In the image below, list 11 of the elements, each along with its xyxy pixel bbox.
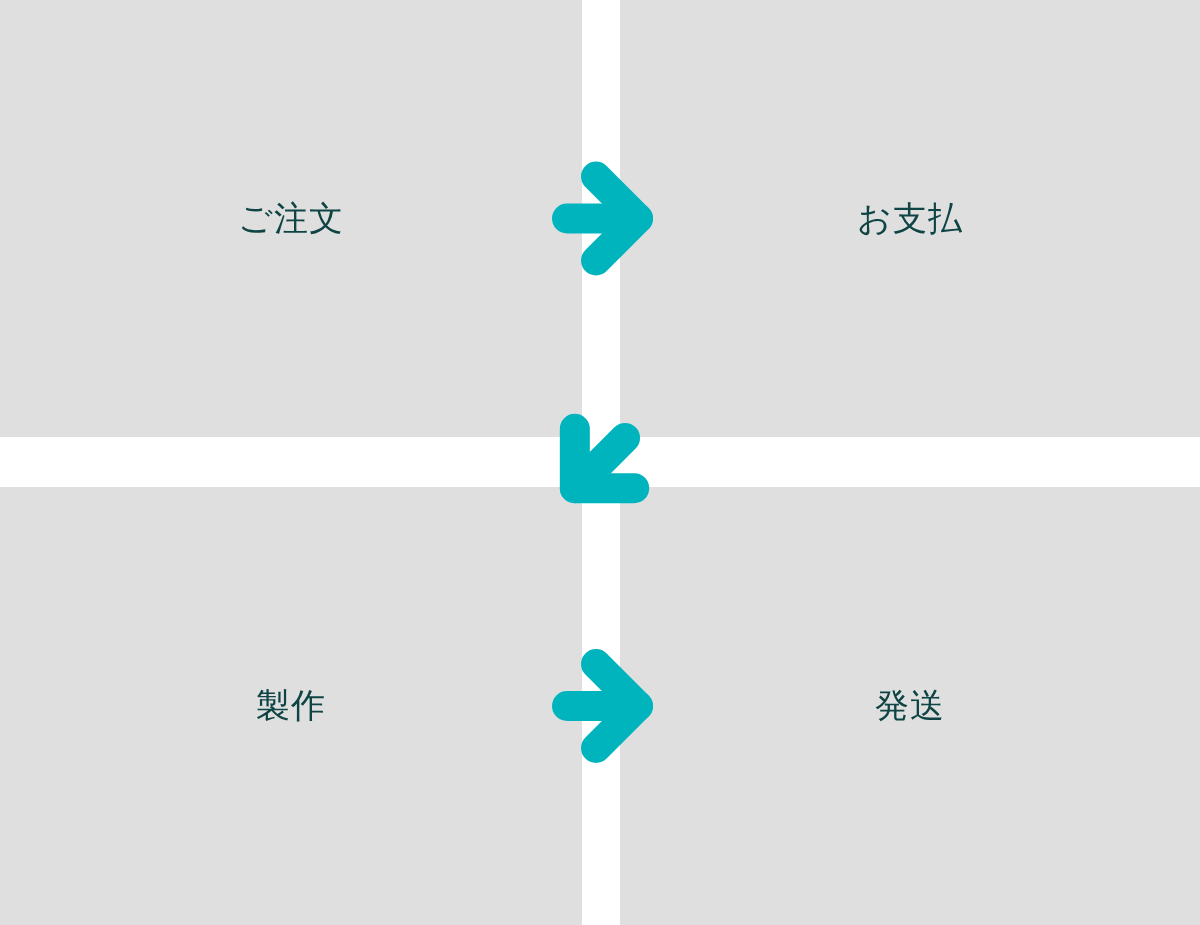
step-panel bbox=[620, 0, 1200, 437]
step-panel bbox=[620, 487, 1200, 925]
arrow bbox=[559, 413, 650, 504]
arrow bbox=[552, 161, 653, 276]
step-panel bbox=[0, 487, 582, 925]
step-label: 発送 bbox=[875, 684, 945, 727]
step-label: 製作 bbox=[256, 684, 326, 727]
step-panel bbox=[0, 0, 582, 437]
step-label: ご注文 bbox=[238, 196, 344, 240]
arrow bbox=[552, 649, 653, 763]
step-label: お支払 bbox=[857, 196, 963, 240]
